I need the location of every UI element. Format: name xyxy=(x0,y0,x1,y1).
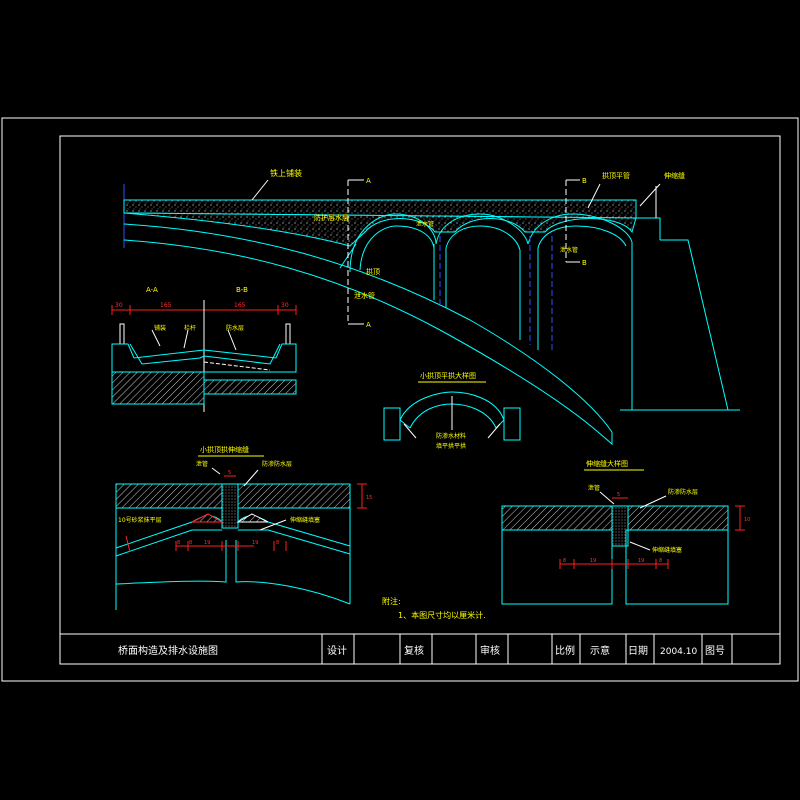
label-waterproof-1: 防护层水层 xyxy=(314,213,349,222)
small-arch-1-inner xyxy=(359,225,435,271)
label-arch-top: 拱顶 xyxy=(366,267,380,276)
label-end-joint: 伸缩缝 xyxy=(664,171,685,180)
label-drain-pipe-2: 泄水管 xyxy=(354,291,375,300)
dim-ld-8b: 8 xyxy=(189,540,192,546)
dim-rd-19a: 19 xyxy=(590,558,596,564)
dim-ld-19a: 19 xyxy=(204,540,210,546)
dim-aa-right: 30 xyxy=(281,302,289,309)
right-joint-detail xyxy=(501,491,745,605)
label-right-detail-title: 伸缩缝大样图 xyxy=(586,459,628,468)
label-rd-joint: 伸缩缝填塞 xyxy=(652,546,682,554)
dim-ld-top: 5 xyxy=(228,470,231,476)
title-date: 日期 xyxy=(628,645,648,657)
left-joint-detail xyxy=(115,467,367,610)
label-deck-pavement: 铁上铺装 xyxy=(270,168,302,178)
main-arch-extrados xyxy=(123,223,613,433)
small-arch-1 xyxy=(349,213,437,273)
dim-aa-mid1: 165 xyxy=(160,302,172,309)
small-arch-2-inner xyxy=(445,225,521,251)
dim-ld-8a: 8 xyxy=(177,540,180,546)
label-drain-pipe-1: 泄水管 xyxy=(416,220,434,228)
small-arch-3-inner xyxy=(537,225,627,249)
title-date-value: 2004.10 xyxy=(660,647,697,657)
small-arch-3 xyxy=(527,213,633,245)
label-rd-drain: 泄管 xyxy=(588,484,600,492)
label-section-b-top: B xyxy=(582,177,587,185)
leader-pipe xyxy=(587,183,601,209)
label-pavement: 铺装 xyxy=(154,324,166,332)
cross-sections xyxy=(111,300,297,412)
title-drawing-no: 图号 xyxy=(705,645,725,657)
leader-joint xyxy=(639,183,661,207)
small-arch-left-pier xyxy=(383,407,401,441)
label-ld-waterproof: 防渗防水层 xyxy=(262,460,292,468)
dim-rd-19b: 19 xyxy=(638,558,644,564)
label-ld-joint: 伸缩缝填塞 xyxy=(290,516,320,524)
leader-pavement xyxy=(251,179,269,201)
label-drain-pipe-3: 泄水管 xyxy=(560,246,578,254)
bb-gutter xyxy=(203,343,281,365)
main-arch-intrados xyxy=(123,239,599,433)
main-elevation xyxy=(123,179,740,446)
note-1: 1、本图尺寸均以厘米计. xyxy=(398,610,486,620)
title-scale: 比例 xyxy=(555,644,575,657)
aa-gutter xyxy=(129,343,205,365)
label-section-a-top: A xyxy=(366,177,371,185)
spandrel-fill xyxy=(123,212,637,247)
title-audit: 审核 xyxy=(480,644,500,657)
abutment xyxy=(631,217,729,411)
bb-base-hatch xyxy=(203,379,297,395)
label-rail: 栏杆 xyxy=(184,324,196,332)
title-review: 复核 xyxy=(404,644,424,657)
right-joint-filler xyxy=(611,505,629,547)
title-scale-value: 示意 xyxy=(590,644,610,657)
aa-base-hatch xyxy=(111,371,205,405)
label-ld-mortar: 10号砂浆抹平层 xyxy=(118,516,162,524)
label-small-arch-l2: 填平拱平拱 xyxy=(436,442,466,450)
dim-rd-h: 10 xyxy=(744,517,750,523)
dim-rd-top: 5 xyxy=(617,492,620,498)
label-view-aa: A-A xyxy=(146,286,158,294)
dim-ld-h: 15 xyxy=(366,495,372,501)
label-ld-drain: 泄管 xyxy=(196,460,208,468)
outer-border xyxy=(1,117,799,682)
rail-right xyxy=(285,323,291,345)
label-waterproof: 防水层 xyxy=(226,324,244,332)
rail-left xyxy=(119,323,125,345)
label-section-a-bottom: A xyxy=(366,321,371,329)
note-title: 附注: xyxy=(382,596,401,606)
dim-aa-left: 30 xyxy=(115,302,123,309)
dim-rd-8b: 8 xyxy=(659,558,662,564)
title-block xyxy=(59,633,781,665)
small-arch-2 xyxy=(435,213,529,245)
label-small-arch-title: 小拱顶平拱大样图 xyxy=(420,371,476,380)
dim-ld-8c: 8 xyxy=(276,540,279,546)
label-rd-waterproof: 防渗防水层 xyxy=(668,488,698,496)
arch-springing xyxy=(597,431,613,446)
label-view-bb: B-B xyxy=(236,286,248,294)
label-left-detail-title: 小拱顶拱伸缩缝 xyxy=(200,445,249,454)
title-drawing: 桥面构造及排水设施图 xyxy=(118,644,218,657)
small-arch-detail xyxy=(383,391,521,441)
title-design: 设计 xyxy=(327,644,347,657)
dim-ld-19b: 19 xyxy=(252,540,258,546)
label-section-b-bottom: B xyxy=(582,259,587,267)
small-arch-right-pier xyxy=(503,407,521,441)
left-joint-filler xyxy=(221,483,239,529)
dim-aa-mid2: 165 xyxy=(234,302,246,309)
dim-rd-8a: 8 xyxy=(563,558,566,564)
label-small-arch-l1: 防渗水材料 xyxy=(436,432,466,440)
label-crown-pipe: 拱顶平管 xyxy=(602,171,630,180)
